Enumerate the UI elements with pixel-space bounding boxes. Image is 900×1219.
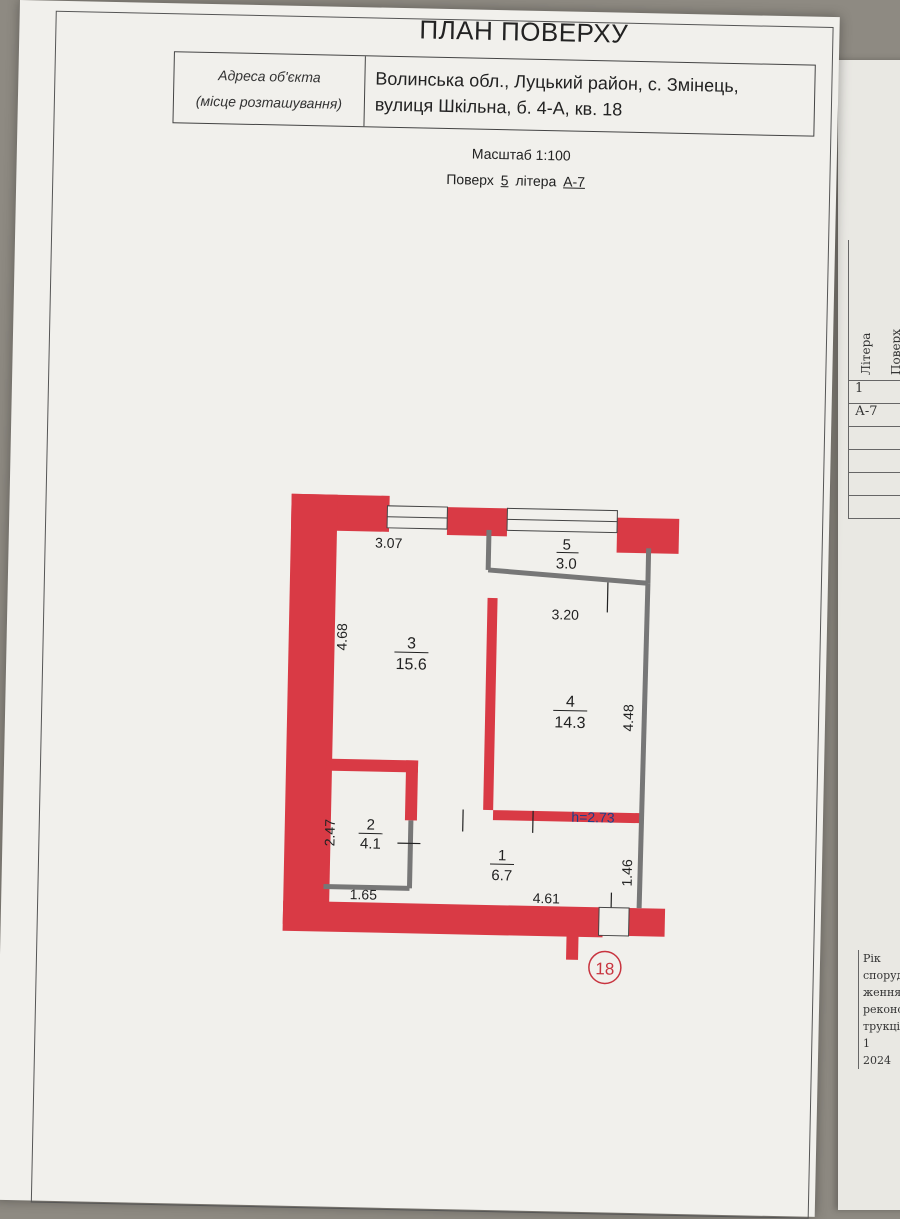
entrance-opening	[599, 907, 630, 936]
side-row-empty	[849, 427, 900, 450]
room-2-fraction-line	[359, 833, 383, 834]
room-1-fraction-line	[490, 864, 514, 865]
room-1-number: 1	[498, 847, 507, 864]
wall-corridor-top	[493, 810, 643, 823]
wall-stub	[566, 932, 579, 960]
side-row-2: А-7	[849, 404, 900, 427]
floor-plan: 5 3.0 3 15.6 4 14.3 2 4.1 1 6.7 3.07 3.2…	[0, 0, 840, 1217]
side-table: Літера Поверх 1 А-7	[848, 240, 900, 519]
side-bottom-line: Рік	[859, 950, 900, 967]
room-4-fraction-line	[553, 710, 587, 711]
side-bottom-line: реконс-	[859, 1001, 900, 1018]
partition-room2-right	[409, 820, 410, 888]
side-row-empty	[849, 450, 900, 473]
door-marker	[607, 582, 608, 612]
apartment-number: 18	[595, 959, 614, 978]
wall-left-outer	[283, 494, 338, 925]
adjacent-page: Літера Поверх 1 А-7 Рік спорудж ження/ р…	[838, 60, 900, 1210]
wall-room3-room4	[483, 598, 497, 810]
side-bottom-line: 2024	[859, 1052, 900, 1069]
wall-bottom-right	[629, 908, 666, 937]
room-4-area: 14.3	[554, 714, 586, 732]
wall-top-mid	[447, 507, 508, 536]
partition-balcony-right	[648, 548, 649, 583]
side-bottom-line: 1	[859, 1035, 900, 1052]
side-row-empty	[849, 496, 900, 519]
dim-room1-height: 1.46	[619, 859, 636, 887]
dim-room3-height: 4.68	[333, 623, 350, 651]
side-bottom-line: спорудж	[859, 967, 900, 984]
room-3-number: 3	[407, 635, 416, 652]
wall-room2-right	[405, 760, 418, 820]
side-table-header: Літера Поверх	[849, 240, 900, 381]
room-5-number: 5	[562, 536, 571, 553]
room-3-fraction-line	[394, 652, 428, 653]
partition-balcony-left	[488, 530, 489, 570]
side-col-litera: Літера	[859, 333, 873, 375]
side-row-empty	[849, 473, 900, 496]
wall-room2-top	[326, 759, 418, 773]
side-bottom-table: Рік спорудж ження/ реконс- трукції 1 202…	[858, 950, 900, 1069]
dim-room1-width: 4.61	[533, 890, 561, 907]
document-page: ПЛАН ПОВЕРХУ Адреса об'єкта (місце розта…	[0, 0, 840, 1217]
side-bottom-line: трукції	[859, 1018, 900, 1035]
partition-right-outer	[639, 583, 648, 908]
dim-room2-width: 1.65	[350, 886, 378, 903]
room-3-area: 15.6	[395, 656, 427, 674]
room-2-area: 4.1	[360, 835, 381, 852]
side-bottom-line: ження/	[859, 984, 900, 1001]
room-1-area: 6.7	[491, 867, 512, 884]
dim-room4-width: 3.20	[551, 606, 579, 623]
doors	[396, 578, 636, 936]
dim-room2-height: 2.47	[321, 819, 338, 847]
side-col-floor: Поверх	[889, 329, 900, 375]
side-row-1: 1	[849, 381, 900, 404]
ceiling-height: h=2.73	[571, 809, 615, 826]
room-5-area: 3.0	[556, 555, 577, 572]
dim-room3-width: 3.07	[375, 535, 403, 552]
room-2-number: 2	[366, 816, 375, 833]
room-4-number: 4	[566, 694, 575, 711]
dim-room4-height: 4.48	[620, 704, 637, 732]
